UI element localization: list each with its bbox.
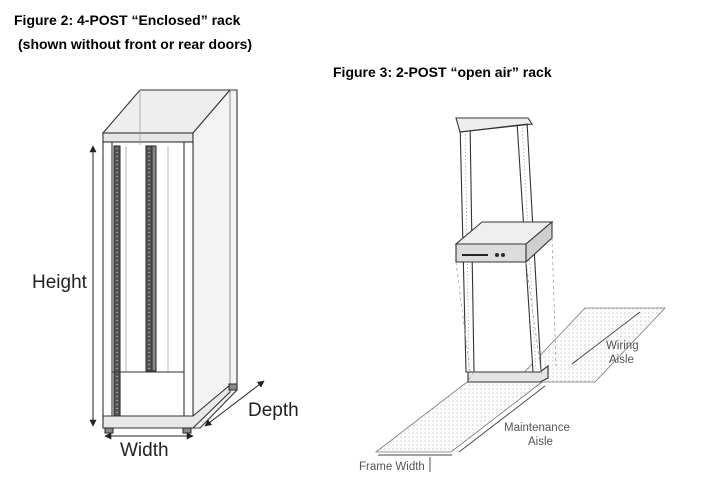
wiring-aisle-dimension [571,311,641,365]
wiring-aisle-label-line2: Aisle [609,354,634,366]
wiring-aisle-label-line1: Wiring [606,340,639,352]
width-label: Width [120,440,169,461]
frame-width-label: Frame Width [359,461,425,473]
figure3-caption: Figure 3: 2-POST “open air” rack [333,64,552,80]
two-post-rack [454,117,557,383]
wiring-aisle-floor [514,307,666,383]
depth-dimension [204,380,265,427]
frame-width-dimension [378,454,452,472]
maintenance-aisle-label-line1: Maintenance [504,422,570,434]
height-label: Height [32,272,88,293]
maintenance-aisle-dimension [458,385,546,453]
maintenance-aisle-floor [374,381,544,453]
figure2-caption-line2: (shown without front or rear doors) [18,36,253,52]
four-post-rack [101,89,238,434]
figure2-caption-line1: Figure 2: 4-POST “Enclosed” rack [14,12,241,28]
maintenance-aisle-label-line2: Aisle [528,436,553,448]
depth-label: Depth [248,400,299,421]
